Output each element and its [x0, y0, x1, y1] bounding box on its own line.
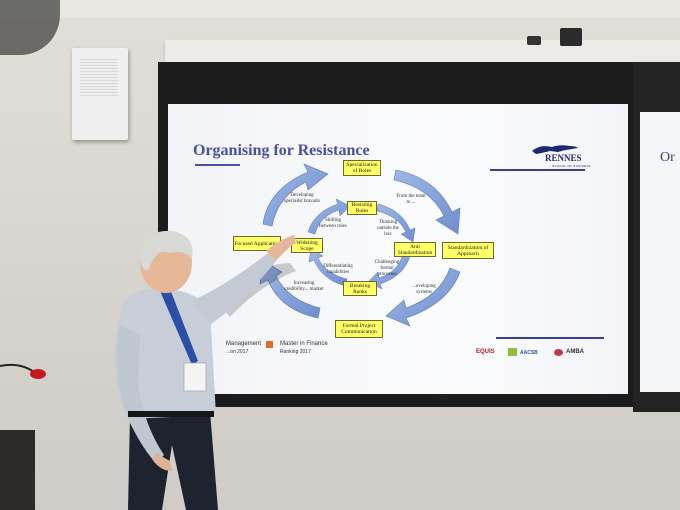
ranking-badge-icon	[266, 341, 273, 348]
outer-arrow-bottom-right	[385, 267, 461, 327]
title-underline	[195, 164, 240, 166]
box-breaking: Breaking Ranks	[343, 281, 377, 296]
box-specialisation: Specialization of Roles	[343, 160, 381, 176]
aacsb-logo-icon	[508, 348, 517, 356]
label-challenging: Challenging formal processes	[374, 260, 400, 277]
label-increasing: Increasing credibility... market	[284, 281, 324, 292]
label-differentiating: Differentiating capabilities	[323, 264, 353, 275]
footer-master-finance: Master in Finance	[280, 341, 328, 347]
camera-icon	[527, 36, 541, 45]
greyhound-logo-icon	[532, 145, 578, 154]
screen-rail	[165, 40, 680, 62]
box-standardisation: Standardization of Approach	[442, 242, 494, 259]
box-widening: Widening Scope	[291, 238, 323, 253]
label-from-team: From the team to ...	[396, 194, 426, 205]
footer-rule	[496, 337, 604, 339]
inner-arrow-bottom-right	[367, 253, 411, 290]
box-formal: Formal Project Communication	[335, 320, 383, 338]
footer-management-sub: ...on 2017	[226, 349, 249, 355]
footer-ranking: Ranking 2017	[280, 349, 311, 355]
accreditation-amba: AMBA	[566, 349, 584, 355]
accreditation-equis: EQUIS	[476, 349, 495, 355]
ceiling	[0, 0, 680, 18]
amba-logo-icon	[554, 349, 563, 356]
logo-subtitle: SCHOOL OF BUSINESS	[552, 164, 591, 168]
projector-unit	[560, 28, 582, 46]
footer-management: Management	[226, 341, 262, 347]
label-developing-specialist: Developing specialist bravado	[284, 193, 320, 204]
box-resisting: Resisting Rules	[347, 201, 377, 215]
slide-right-title: Or	[660, 150, 675, 165]
presenter	[114, 230, 296, 510]
label-shifting: Shifting between roles	[319, 218, 347, 229]
podium	[0, 430, 35, 510]
outer-arrow-top-right	[393, 169, 461, 235]
speaker-grille	[80, 58, 118, 96]
outer-arrow-top-left	[262, 163, 329, 227]
slide-right	[640, 112, 680, 392]
header-rule	[490, 169, 585, 171]
slide-title: Organising for Resistance	[193, 142, 370, 159]
logo-name: RENNES	[545, 153, 582, 163]
box-anti: Anti Standardization	[394, 242, 436, 257]
inner-arrow-top-right	[376, 203, 416, 243]
label-developing-systems: ...eveloping systems	[412, 284, 436, 295]
cycle-arrows	[259, 163, 461, 327]
label-thinking: Thinking outside the box	[377, 220, 399, 237]
accreditation-aacsb: AACSB	[520, 350, 538, 356]
inner-arrow-top-left	[307, 198, 351, 235]
microphone-icon	[0, 363, 46, 379]
